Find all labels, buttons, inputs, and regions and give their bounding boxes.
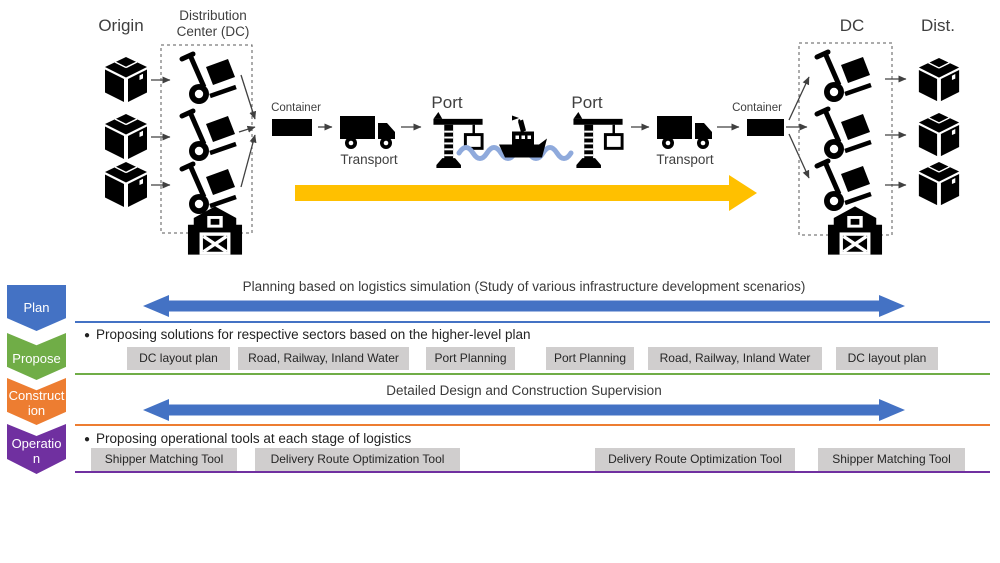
crane-icon	[431, 111, 485, 168]
phase-label: Construction	[8, 388, 65, 418]
dolly-icon	[182, 54, 236, 104]
origin-label: Origin	[98, 16, 143, 35]
operation-bullet-text: Proposing operational tools at each stag…	[96, 431, 412, 446]
solution-box: DC layout plan	[836, 347, 938, 370]
truck-icon	[340, 116, 395, 149]
plan-span-arrow	[143, 295, 905, 317]
port-left-label: Port	[431, 93, 462, 112]
tool-box: Delivery Route Optimization Tool	[255, 448, 460, 471]
phase-chevron-propose: Propose	[7, 333, 66, 380]
main-flow-arrow	[295, 175, 757, 211]
dolly-icon	[817, 161, 871, 211]
operation-divider	[75, 471, 990, 473]
plan-row-title: Planning based on logistics simulation (…	[242, 279, 806, 294]
package-icon	[104, 56, 148, 103]
propose-divider	[75, 373, 990, 375]
container-icon	[272, 119, 312, 136]
solution-box: DC layout plan	[127, 347, 230, 370]
logistics-flow-diagram: Origin Distribution Center (DC) DC Dist.…	[98, 8, 960, 255]
barn-icon	[187, 206, 243, 255]
dc-left-label-line2: Center (DC)	[177, 24, 250, 39]
container-right-label: Container	[732, 102, 782, 114]
construction-row-title: Detailed Design and Construction Supervi…	[386, 383, 662, 398]
converge-arrow	[238, 125, 256, 133]
barn-icon	[827, 206, 883, 255]
phase-chevron-plan: Plan	[7, 285, 66, 331]
package-icon	[104, 161, 148, 208]
package-icon	[918, 57, 960, 102]
solution-box: Road, Railway, Inland Water	[238, 347, 409, 370]
container-icon	[747, 119, 784, 136]
diverge-arrow	[788, 76, 810, 121]
converge-arrow	[240, 134, 257, 188]
construction-divider	[75, 424, 990, 426]
bullet-icon: ●	[84, 330, 91, 341]
dist-label: Dist.	[921, 16, 955, 35]
solution-box: Port Planning	[546, 347, 634, 370]
phase-chevron-construction: Construction	[7, 378, 66, 425]
phase-label: Propose	[12, 350, 61, 366]
phase-label: Plan	[23, 299, 50, 315]
converge-arrow	[240, 74, 257, 120]
package-icon	[918, 161, 960, 206]
package-icon	[918, 112, 960, 157]
phase-chevron-operation: Operation	[7, 424, 66, 474]
bullet-icon: ●	[84, 434, 91, 445]
transport-left-label: Transport	[340, 152, 398, 167]
container-left-label: Container	[271, 102, 321, 114]
truck-icon	[657, 116, 712, 149]
tool-box: Delivery Route Optimization Tool	[595, 448, 795, 471]
propose-bullet-text: Proposing solutions for respective secto…	[96, 327, 531, 342]
propose-bullet-line: ● Proposing solutions for respective sect…	[84, 327, 531, 342]
plan-divider	[75, 321, 990, 323]
tool-box: Shipper Matching Tool	[818, 448, 965, 471]
construction-span-arrow	[143, 399, 905, 421]
dc-right-label: DC	[840, 16, 865, 35]
transport-right-label: Transport	[656, 152, 714, 167]
package-icon	[104, 113, 148, 160]
solution-box: Port Planning	[426, 347, 515, 370]
dolly-icon	[817, 52, 871, 102]
operation-bullet-line: ● Proposing operational tools at each sta…	[84, 431, 411, 446]
solution-box: Road, Railway, Inland Water	[648, 347, 822, 370]
ship-icon	[497, 114, 549, 159]
tool-box: Shipper Matching Tool	[91, 448, 237, 471]
phase-label: Operation	[11, 435, 62, 466]
dc-left-label-line1: Distribution	[179, 8, 247, 23]
dolly-icon	[817, 109, 871, 159]
dolly-icon	[182, 164, 236, 214]
dolly-icon	[182, 111, 236, 161]
crane-icon	[571, 111, 625, 168]
port-right-label: Port	[571, 93, 602, 112]
